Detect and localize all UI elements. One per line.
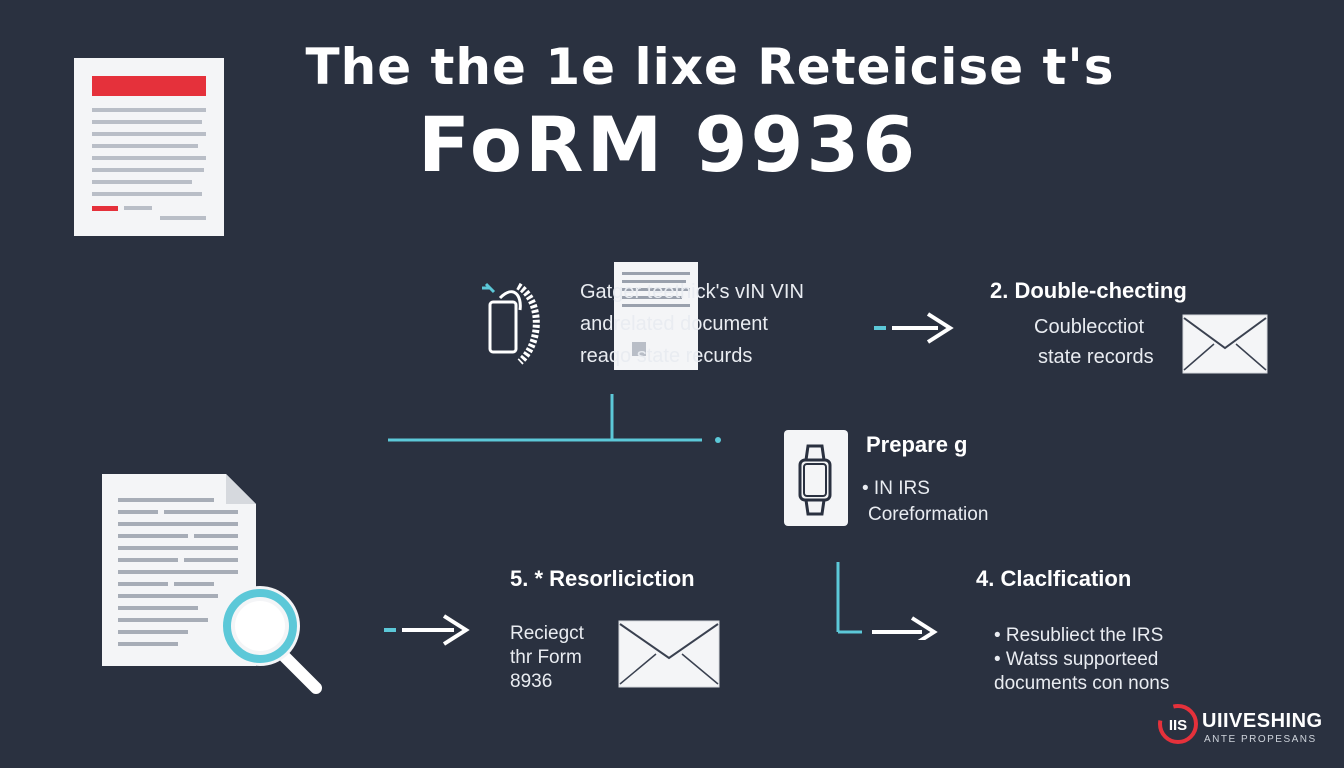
logo-icon: IIS (1158, 704, 1198, 744)
envelope-icon (618, 620, 720, 688)
title-line-1: The the 1e lixe Reteicise t's (305, 38, 1115, 96)
watch-icon (784, 430, 848, 526)
step-4-line: • Resubliect the IRS (994, 625, 1164, 646)
step-1-line: Gatger teethick's vIN VIN (580, 281, 804, 303)
step-4-line: documents con nons (994, 673, 1170, 694)
step-2-line: Coublecctiot (1034, 316, 1145, 338)
step-3-line: • IN IRS (862, 478, 930, 499)
connector-line (836, 562, 938, 640)
step-1-line: reaqo state recurds (580, 345, 753, 367)
logo-tagline: ANTE PROPESANS (1204, 734, 1317, 745)
step-5-text: Reciegct thr Form 8936 (510, 622, 584, 694)
arrow-connector (874, 312, 954, 344)
step-2-line: state records (1038, 346, 1154, 368)
step-3-line: Coreformation (868, 504, 989, 525)
step-3-heading: Prepare g (866, 432, 968, 457)
step-5-line: 8936 (510, 671, 553, 692)
connector-line (388, 394, 721, 443)
step-5-line: thr Form (510, 647, 582, 668)
step-2-heading: 2. Double-checting (990, 278, 1187, 303)
step-3-text: • IN IRS Coreformation (862, 476, 988, 528)
step-2-text: Coublecctiot state records (1034, 312, 1154, 372)
document-icon (102, 474, 256, 666)
logo-name: UIIVESHING (1202, 710, 1323, 732)
envelope-icon (1182, 314, 1268, 374)
step-4-text: • Resubliect the IRS • Watss supporteed … (994, 624, 1169, 696)
arrow-connector (384, 614, 470, 646)
document-icon (74, 58, 224, 236)
step-1-line: andrelated document (580, 313, 768, 335)
step-4-line: • Watss supporteed (994, 649, 1159, 670)
document-icon (614, 262, 698, 370)
step-5-heading: 5. * Resorliciction (510, 566, 695, 591)
phone-icon (482, 282, 540, 365)
step-5-line: Reciegct (510, 623, 584, 644)
logo-mark: IIS (1169, 717, 1187, 734)
page-title: FoRM 9936 (418, 100, 919, 189)
step-4-heading: 4. Claclfication (976, 566, 1132, 591)
step-1-text: Gatger teethick's vIN VIN andrelated doc… (580, 276, 804, 372)
magnifier-icon (220, 586, 322, 694)
